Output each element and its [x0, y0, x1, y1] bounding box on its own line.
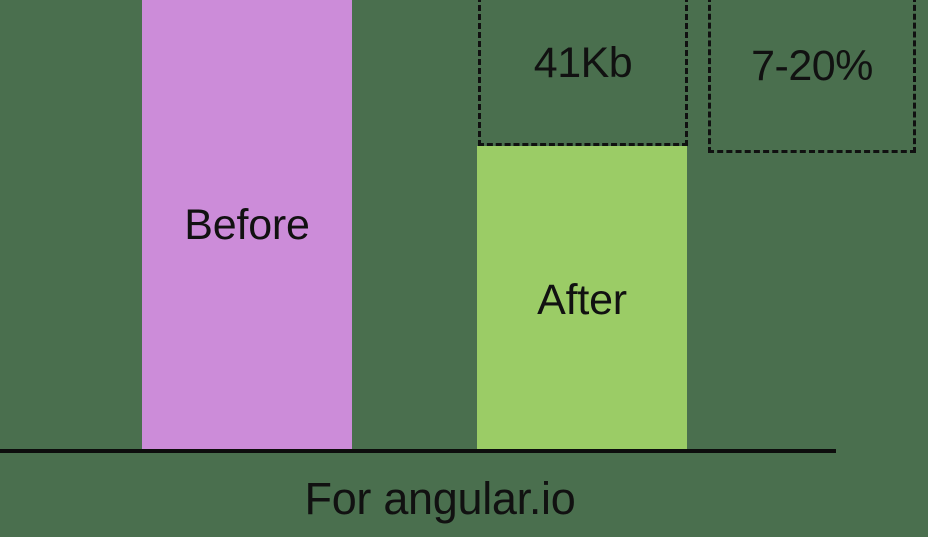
bar-before: [142, 0, 352, 451]
bar-label-after: After: [537, 276, 627, 324]
annotation-box-percent-delta: 7-20%: [708, 0, 916, 153]
annotation-label-percent-delta: 7-20%: [751, 42, 873, 90]
chart-caption: For angular.io: [304, 473, 576, 524]
bar-after: [477, 146, 687, 451]
annotation-label-size-delta: 41Kb: [533, 38, 633, 87]
annotation-box-size-delta: 41Kb: [478, 0, 688, 146]
plot-area: Before After 41Kb 7-20%: [0, 0, 916, 453]
bar-label-before: Before: [184, 201, 310, 249]
x-axis-baseline: [0, 449, 836, 453]
